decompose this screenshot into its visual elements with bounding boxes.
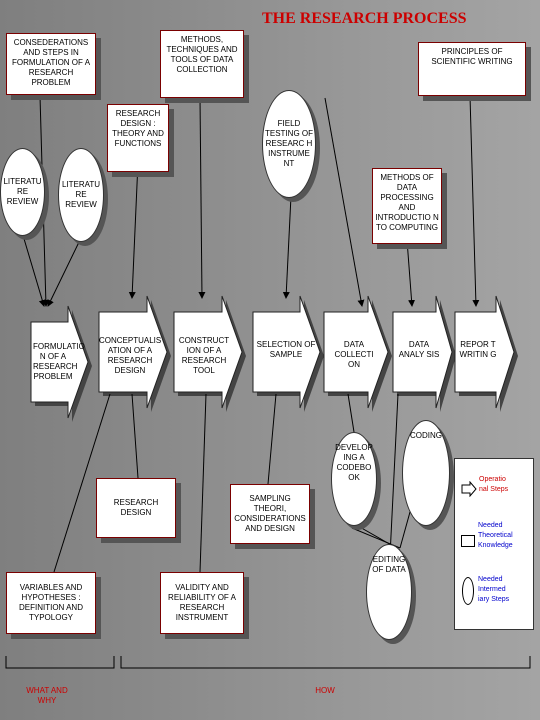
- ellipse-editing: EDITING OF DATA: [366, 544, 412, 640]
- legend: Operatio nal Steps Needed Theoretical Kn…: [454, 458, 534, 630]
- box-methods-processing: METHODS OF DATA PROCESSING AND INTRODUCT…: [372, 168, 442, 244]
- box-sampling: SAMPLING THEORI, CONSIDERATIONS AND DESI…: [230, 484, 310, 544]
- legend-ellipse-symbol: [462, 577, 474, 605]
- box-variables-hypotheses: VARIABLES AND HYPOTHESES : DEFINITION AN…: [6, 572, 96, 634]
- legend-box-symbol: [461, 535, 475, 547]
- connectors: [21, 95, 480, 573]
- ellipse-field-testing: FIELD TESTING OF RESEARC H INSTRUME NT: [262, 90, 316, 198]
- step-arrow-7: [454, 295, 518, 412]
- label-what-and-why: WHAT AND WHY: [26, 686, 68, 705]
- step-label-7: REPOR T WRITIN G: [459, 340, 497, 359]
- box-methods-data-collection: METHODS, TECHNIQUES AND TOOLS OF DATA CO…: [160, 30, 244, 98]
- step-arrows: [30, 295, 518, 422]
- step-arrow-3: [173, 295, 246, 412]
- bottom-brackets: [5, 656, 531, 669]
- step-label-1: FORMULATIO N OF A RESEARCH PROBLEM: [33, 342, 85, 381]
- step-label-3: CONSTRUCT ION OF A RESEARCH TOOL: [178, 336, 230, 375]
- step-label-6: DATA ANALY SIS: [398, 340, 440, 359]
- legend-intermediary-steps: Needed Intermed iary Steps: [478, 576, 510, 603]
- step-arrow-6: [392, 295, 456, 412]
- step-label-2: CONCEPTUALIS ATION OF A RESEARCH DESIGN: [99, 336, 162, 375]
- box-considerations: CONSEDERATIONS AND STEPS IN FORMULATION …: [6, 33, 96, 95]
- legend-theoretical-knowledge: Needed Theoretical Knowledge: [478, 522, 513, 549]
- step-arrow-1: [30, 305, 92, 422]
- ellipse-literature-review-1: LITERATU RE REVIEW: [0, 148, 45, 236]
- ellipse-coding: CODING: [402, 420, 450, 526]
- box-research-design: RESEARCH DESIGN: [96, 478, 176, 538]
- ellipse-codebook: DEVELOP ING A CODEBO OK: [331, 432, 377, 526]
- label-how: HOW: [315, 686, 335, 695]
- step-arrow-2: [98, 295, 171, 412]
- ellipse-literature-review-2: LITERATU RE REVIEW: [58, 148, 104, 242]
- box-validity-reliability: VALIDITY AND RELIABILITY OF A RESEARCH I…: [160, 572, 244, 634]
- legend-operational-steps: Operatio nal Steps: [479, 476, 509, 493]
- legend-arrow-symbol: [461, 481, 477, 497]
- step-label-4: SELECTION OF SAMPLE: [256, 340, 316, 359]
- step-label-5: DATA COLLECTI ON: [334, 340, 374, 369]
- step-arrow-4: [252, 295, 324, 412]
- box-principles-writing: PRINCIPLES OF SCIENTIFIC WRITING: [418, 42, 526, 96]
- page-title: THE RESEARCH PROCESS: [262, 10, 467, 27]
- box-research-design-theory: RESEARCH DESIGN : THEORY AND FUNCTIONS: [107, 104, 169, 172]
- step-arrow-5: [323, 295, 392, 412]
